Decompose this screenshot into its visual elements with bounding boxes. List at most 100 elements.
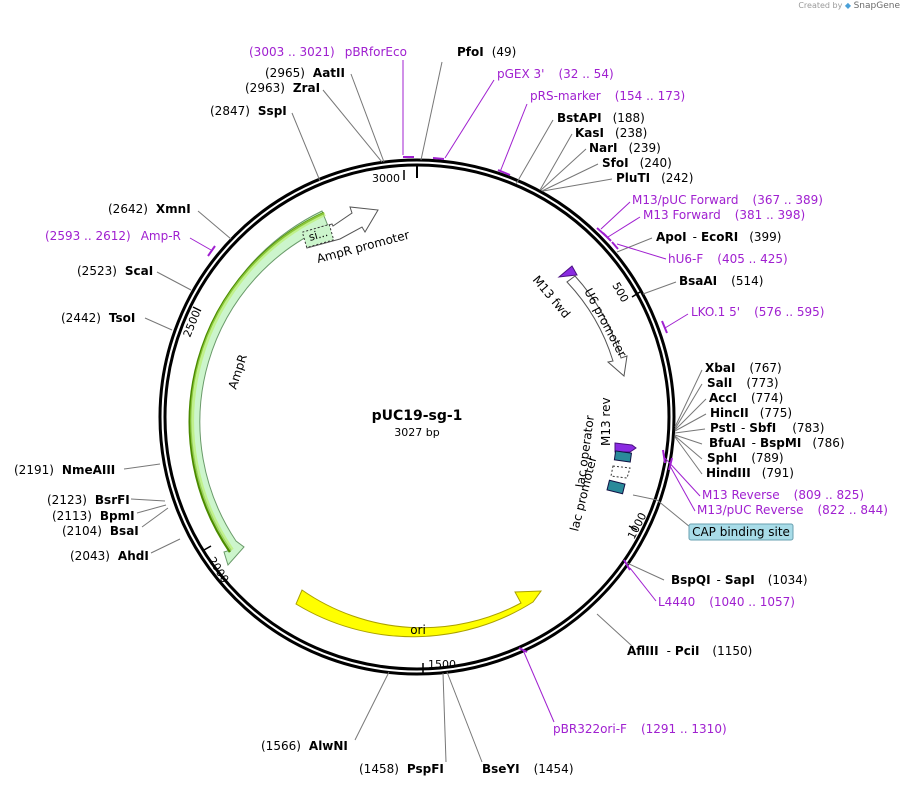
lac-operator-feature[interactable] [613,450,633,463]
site-name-sali: SalI [707,376,732,390]
site-pos-scai: (2523) [77,264,117,278]
site-label-apoi[interactable]: ApoI-EcoRI(399) [656,230,781,244]
credit: Created by ◆ SnapGene [798,1,900,11]
tick-label-3000: 3000 [372,172,400,185]
site-label-pfoi[interactable]: PfoI(49) [457,45,516,59]
site-name-bspqi: BspQI [671,573,711,587]
leader-l4440 [629,567,657,602]
site-label-sspi[interactable]: (2847)SspI [210,104,287,118]
site-label-bseyi[interactable]: BseYI(1454) [482,762,574,776]
site-label-kasi[interactable]: KasI(238) [575,126,647,140]
primer-label-lko1[interactable]: LKO.1 5'(576 .. 595) [691,305,825,319]
site-label-pluti[interactable]: PluTI(242) [616,171,693,185]
site-label-bspqi[interactable]: BspQI-SapI(1034) [671,573,808,587]
site-name-zrai: ZraI [293,81,320,95]
site-name-psti: PstI [710,421,736,435]
site-pos-acci: (774) [751,391,783,405]
primer-label-pgex3[interactable]: pGEX 3'(32 .. 54) [497,67,614,81]
primer-mark-amp-r [207,245,216,257]
site-pos-aatii: (2965) [265,66,305,80]
primer-label-m13-puc-forward[interactable]: M13/pUC Forward(367 .. 389) [632,193,823,207]
primer-label-l4440[interactable]: L4440(1040 .. 1057) [658,595,795,609]
primer-labels: (3003 .. 3021)pBRforEco pGEX 3'(32 .. 54… [45,45,888,736]
site-label-ahdi[interactable]: (2043)AhdI [70,549,149,563]
primer-label-hu6f[interactable]: hU6-F(405 .. 425) [668,252,788,266]
site-label-bsrfi[interactable]: (2123)BsrFI [47,493,130,507]
tick-label-1500: 1500 [428,658,456,671]
site-label-zrai[interactable]: (2963) ZraI [245,81,320,95]
site-name-bsrfi: BsrFI [95,493,130,507]
backbone-inner-strand [163,163,671,671]
site-label-aatii[interactable]: (2965)AatII [265,66,345,80]
u6-promoter-feature[interactable] [566,275,628,377]
ori-feature[interactable] [295,589,543,638]
signal-sequence-feature[interactable] [301,223,335,249]
credit-brand[interactable]: SnapGene [853,1,900,11]
primer-range-m13-puc-reverse: (822 .. 844) [818,503,888,517]
m13-rev-feature[interactable] [614,442,637,453]
leader-sphi [674,435,703,460]
primer-name-m13-reverse: M13 Reverse [702,488,780,502]
site-label-bstapi[interactable]: BstAPI(188) [557,111,645,125]
primer-name-m13-puc-forward: M13/pUC Forward [632,193,739,207]
leader-pspfi [442,672,447,763]
site-pos-zrai: (2963) [245,81,285,95]
primer-range-pgex3: (32 .. 54) [558,67,613,81]
site-label-bsai[interactable]: (2104)BsaI [62,524,139,538]
primer-label-m13-forward[interactable]: M13 Forward(381 .. 398) [643,208,805,222]
site-label-acci[interactable]: AccI (774) [709,391,783,405]
site-label-bfuai[interactable]: BfuAI-BspMI(786) [709,436,845,450]
site-name-acci: AccI [709,391,737,405]
primer-label-m13-reverse[interactable]: M13 Reverse(809 .. 825) [702,488,864,502]
site-name-bspmi: BspMI [760,436,801,450]
site-label-xmni[interactable]: (2642)XmnI [108,202,191,216]
cap-site-feature[interactable] [610,465,631,479]
cap-leader [632,494,658,501]
site-label-sphi[interactable]: SphI(789) [707,451,784,465]
plasmid-length: 3027 bp [394,426,439,439]
site-label-sali[interactable]: SalI(773) [707,376,779,390]
m13-rev-label: M13 rev [599,397,613,446]
leader-bspqi [626,562,665,581]
site-label-sfoi[interactable]: SfoI(240) [602,156,672,170]
lac-promoter-feature[interactable] [606,479,626,495]
ori-label: ori [410,623,426,637]
site-label-psti[interactable]: PstI-SbfI(783) [710,421,824,435]
tick-label-500: 500 [609,280,631,305]
site-name-xbai: XbaI [705,361,735,375]
primer-label-m13-puc-reverse[interactable]: M13/pUC Reverse(822 .. 844) [697,503,888,517]
site-label-alwni[interactable]: (1566)AlwNI [261,739,348,753]
m13-fwd-feature[interactable] [557,265,578,278]
primer-label-amp-r[interactable]: (2593 .. 2612)Amp-R [45,229,181,243]
site-label-afliii[interactable]: AflIII-PciI(1150) [627,644,752,658]
site-name-sapi: SapI [725,573,755,587]
site-label-hindiii[interactable]: HindIII(791) [706,466,794,480]
site-pos-afliii: (1150) [712,644,752,658]
leader-nari [540,148,587,191]
snapgene-logo-icon: ◆ [844,1,852,10]
site-label-xbai[interactable]: XbaI(767) [705,361,782,375]
primer-label-pbr322ori-f[interactable]: pBR322ori-F(1291 .. 1310) [553,722,727,736]
site-label-pspfi[interactable]: (1458)PspFI [359,762,444,776]
site-label-bpmi[interactable]: (2113)BpmI [52,509,135,523]
site-label-hincii[interactable]: HincII(775) [710,406,792,420]
leader-xbai [674,369,703,428]
primer-label-pbrforeco[interactable]: (3003 .. 3021)pBRforEco [249,45,407,59]
site-label-tsoi[interactable]: (2442)TsoI [61,311,135,325]
site-pos-kasi: (238) [615,126,647,140]
site-name-sphi: SphI [707,451,737,465]
primer-label-prs-marker[interactable]: pRS-marker(154 .. 173) [530,89,685,103]
site-label-nmeaiii[interactable]: (2191)NmeAIII [14,463,115,477]
primer-mark-l4440 [623,559,631,571]
leader-bstapi [515,119,554,185]
leader-pbr322ori-f [522,649,555,723]
cap-binding-site-box[interactable] [688,523,794,541]
site-name-alwni: AlwNI [309,739,348,753]
site-pos-psti: (783) [792,421,824,435]
tick-1000 [628,525,638,531]
leader-m13-puc-forward [600,201,631,230]
site-label-scai[interactable]: (2523)ScaI [77,264,153,278]
site-label-nari[interactable]: NarI(239) [589,141,661,155]
site-label-bsaai[interactable]: BsaAI(514) [679,274,763,288]
leader-pgex3 [444,79,495,159]
